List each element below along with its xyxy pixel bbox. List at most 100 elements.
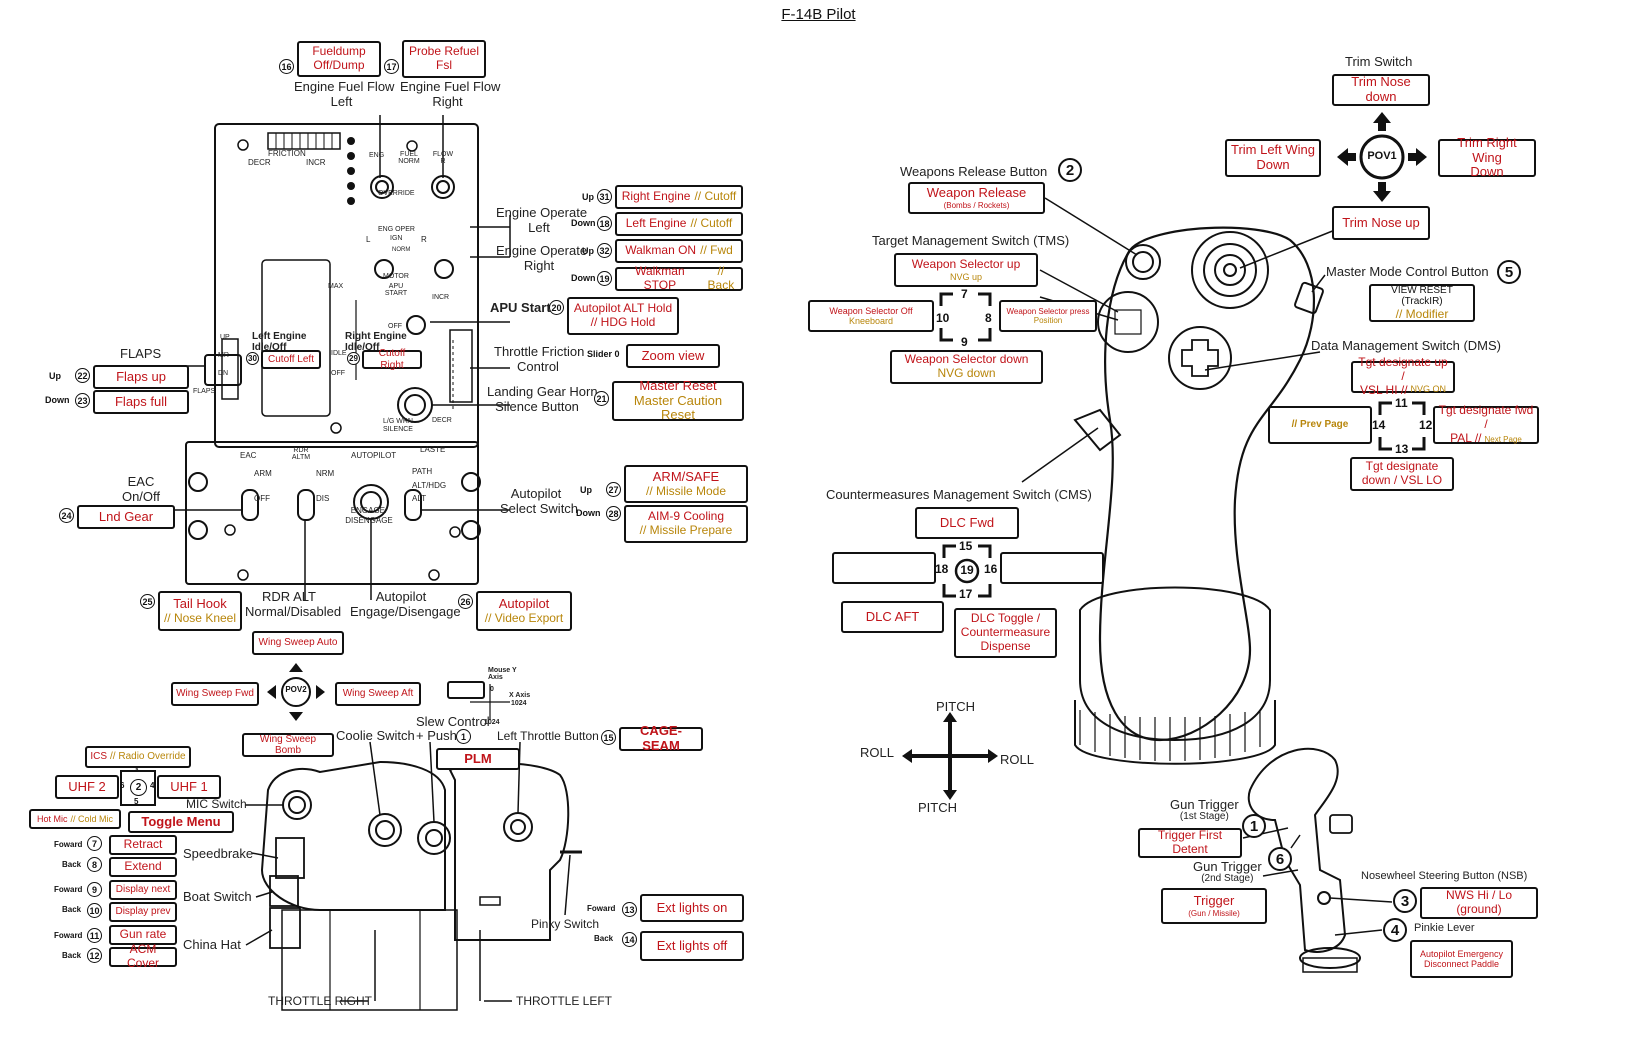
cms-num-19: 19 — [960, 563, 974, 577]
l-text: L — [366, 235, 371, 244]
tms-num-7: 7 — [961, 287, 968, 301]
dlc-aft-box: DLC AFT — [841, 601, 944, 633]
mouse-y-max-text: 1024 — [484, 719, 500, 726]
ext-lights-on-box: Ext lights on — [640, 894, 744, 922]
right-engine-cutoff-box: Right Engine// Cutoff — [615, 185, 743, 209]
extend-box: Extend — [109, 857, 177, 877]
engine-operate-right-label: Engine Operate Right — [496, 243, 588, 273]
ap-down-side: Down — [576, 508, 601, 518]
dlc-toggle-box: DLC Toggle / Countermeasure Dispense — [954, 608, 1057, 658]
page-title: F-14B Pilot — [781, 6, 856, 23]
coolie-switch-knob — [368, 813, 402, 847]
cms-right-empty-box — [1000, 552, 1104, 584]
mic-switch-frame — [120, 770, 156, 806]
uhf2-box: UHF 2 — [55, 775, 119, 799]
callout-12: 12 — [87, 948, 102, 963]
tail-hook-box: Tail Hook // Nose Kneel — [158, 591, 242, 631]
alt-text: ALT — [412, 494, 427, 503]
mic-switch-label: MIC Switch — [186, 797, 247, 811]
pinkie-lever-label: Pinkie Lever — [1414, 922, 1475, 934]
trim-right-wing-box: Trim Right Wing Down — [1438, 135, 1536, 179]
cms-left-empty-box — [832, 552, 936, 584]
tms-label: Target Management Switch (TMS) — [872, 233, 1070, 248]
left-throttle-button-label: Left Throttle Button — [497, 729, 599, 743]
apu-off-text: OFF — [388, 323, 402, 330]
callout-4-stick: 4 — [1383, 918, 1407, 942]
friction-text: FRICTION — [268, 149, 306, 158]
autopilot-select-toggle — [404, 489, 422, 521]
norm-text: NORM — [392, 247, 411, 253]
eng-text: ENG — [369, 152, 385, 159]
friction-ribs — [275, 133, 333, 149]
cms-num-15: 15 — [959, 539, 973, 553]
rdr-toggle — [297, 489, 315, 521]
idle-text: IDLE — [331, 350, 347, 357]
callout-20: 20 — [549, 300, 564, 315]
callout-15: 15 — [601, 730, 616, 745]
roll-left-label: ROLL — [860, 745, 894, 760]
eo-left-down-text: Down — [571, 218, 596, 228]
path-text: PATH — [412, 467, 433, 476]
wing-sweep-aft-box: Wing Sweep Aft — [335, 682, 421, 706]
callout-1-stick: 1 — [1242, 814, 1266, 838]
display-prev-box: Display prev — [109, 902, 177, 922]
indicator-dots — [347, 137, 355, 205]
eac-off-text: OFF — [254, 494, 270, 503]
callout-27: 27 — [606, 482, 621, 497]
throttle-slot — [261, 259, 331, 417]
mouse-zero-text: 0 — [490, 686, 494, 693]
china-back-side: Back — [62, 951, 82, 960]
trigger-box: Trigger (Gun / Missile) — [1161, 888, 1267, 924]
plm-box: PLM — [436, 748, 520, 770]
engage-text: ENGAGE/ DISENGAGE — [345, 506, 393, 525]
cms-num-18: 18 — [935, 562, 949, 576]
rdr-alt-label: RDR ALT Normal/Disabled — [245, 589, 342, 619]
dms-num-14: 14 — [1372, 418, 1386, 432]
pistol-grip — [1247, 747, 1347, 953]
callout-9: 9 — [87, 882, 102, 897]
cutoff-left-box: Cutoff Left — [261, 350, 321, 369]
cage-seam-box: CAGE-SEAM — [619, 723, 703, 753]
stick-grip — [1098, 226, 1315, 742]
speedbrake-back-side: Back — [62, 860, 82, 869]
landing-gear-horn-label: Landing Gear Horn Silence Button — [487, 384, 598, 414]
master-mode-button — [1294, 281, 1324, 315]
pinky-back-side: Back — [594, 934, 614, 943]
throttle-right-label: THROTTLE RIGHT — [268, 994, 372, 1008]
tms-num-10: 10 — [936, 311, 950, 325]
callout-23: 23 — [75, 393, 90, 408]
decr2-text: DECR — [432, 417, 452, 424]
mic-switch-num-2: 2 — [130, 779, 147, 796]
hot-mic-box: Hot Mic// Cold Mic — [29, 809, 121, 829]
cutoff-right-box: Cutoff Right — [362, 348, 422, 371]
uhf1-box: UHF 1 — [157, 775, 221, 799]
callout-8: 8 — [87, 857, 102, 872]
master-mode-label: Master Mode Control Button — [1326, 264, 1489, 279]
wing-sweep-fwd-box: Wing Sweep Fwd — [171, 682, 259, 706]
eng-oper-right-knob — [434, 259, 454, 279]
throttle-quadrant-upper-panel — [214, 123, 479, 448]
eac-toggle — [241, 489, 259, 521]
dms-label: Data Management Switch (DMS) — [1311, 338, 1502, 353]
mic-switch-num-6: 6 — [120, 781, 125, 790]
tms-num-9: 9 — [961, 335, 968, 349]
motor-text: MOTOR — [383, 273, 409, 280]
dms-num-13: 13 — [1395, 442, 1409, 456]
master-reset-box: Master Reset Master Caution Reset — [612, 378, 744, 422]
trigger-first-detent-box: Trigger First Detent — [1138, 828, 1242, 858]
trim-hat — [1191, 231, 1269, 309]
left-throttle-button-knob — [503, 812, 533, 842]
callout-30: 30 — [246, 352, 259, 365]
pov2-hat — [281, 677, 311, 707]
off-text: OFF — [331, 370, 345, 377]
tms-num-8: 8 — [985, 311, 992, 325]
autopilot-alt-hold-box: Autopilot ALT Hold // HDG Hold — [567, 297, 679, 335]
boat-back-side: Back — [62, 905, 82, 914]
slew-control-label: Slew Control + Push — [416, 714, 490, 744]
cms-num-16: 16 — [984, 562, 998, 576]
autopilot-emergency-box: Autopilot Emergency Disconnect Paddle — [1410, 940, 1513, 978]
boat-switch — [269, 875, 299, 907]
cms-label: Countermeasures Management Switch (CMS) — [826, 487, 1092, 502]
flaps-up-box: Flaps up — [93, 365, 189, 389]
left-engine-cutoff-box: Left Engine// Cutoff — [615, 212, 743, 236]
